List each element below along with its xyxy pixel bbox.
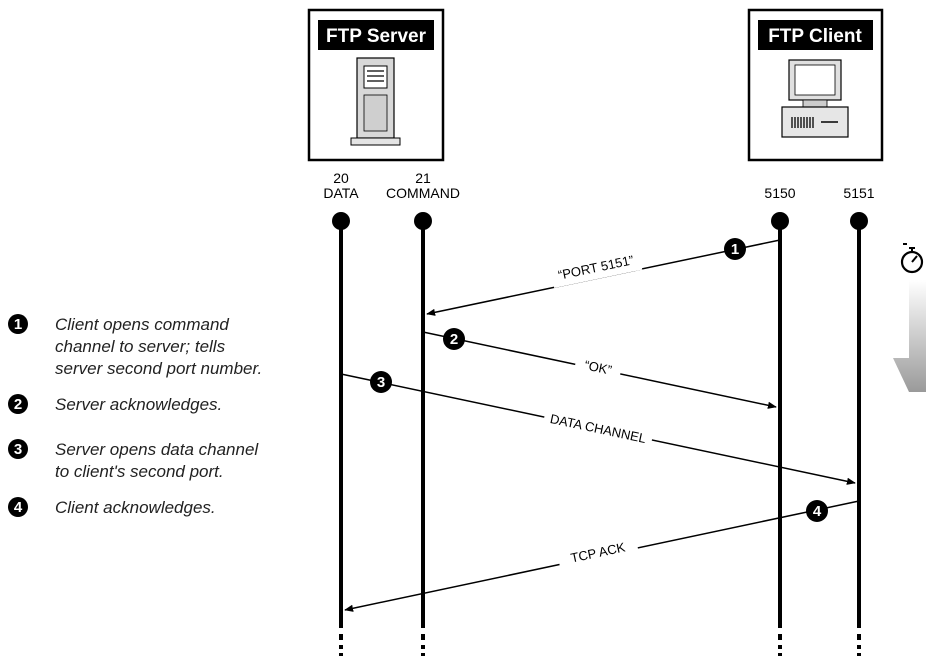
message-badge-1 — [724, 238, 746, 260]
message-badge-3-number: 3 — [377, 374, 385, 391]
client-title: FTP Client — [768, 26, 862, 47]
server-icon — [350, 57, 401, 146]
ftp-server-box: FTP Server — [307, 8, 445, 162]
message-data-channel: 3 DATA CHANNEL — [340, 371, 856, 485]
port-20-number: 20 — [333, 170, 349, 186]
svg-text:4: 4 — [14, 499, 23, 516]
message-badge-2 — [443, 328, 465, 350]
lifeline-port-5151 — [850, 212, 868, 656]
port-21-number: 21 — [415, 170, 431, 186]
port-5151-number: 5151 — [843, 185, 874, 201]
lifeline-port-5150 — [771, 212, 789, 656]
legend-1-line-2: channel to server; tells — [55, 337, 226, 356]
message-badge-4-number: 4 — [813, 503, 822, 520]
message-data-channel-label: DATA CHANNEL — [549, 411, 648, 446]
svg-text:1: 1 — [14, 316, 22, 333]
svg-text:3: 3 — [14, 441, 22, 458]
legend-1-line-1: Client opens command — [55, 315, 229, 334]
legend-1-line-3: server second port number. — [55, 359, 262, 378]
message-port-5151: 1 “PORT 5151” — [426, 238, 781, 316]
computer-icon — [781, 59, 849, 138]
legend-item-1: 1 Client opens command channel to server… — [8, 314, 262, 378]
port-5150-number: 5150 — [764, 185, 795, 201]
stopwatch-icon — [900, 243, 924, 274]
message-ok-label: “OK” — [583, 357, 613, 377]
port-20-name: DATA — [323, 185, 359, 201]
lifeline-port-20 — [332, 212, 350, 656]
lifeline-port-21 — [414, 212, 432, 656]
port-21-name: COMMAND — [386, 185, 460, 201]
legend-3-line-2: to client's second port. — [55, 462, 224, 481]
legend-3-line-1: Server opens data channel — [55, 440, 259, 459]
message-ok: 2 “OK” — [422, 328, 777, 409]
time-arrow-icon — [893, 280, 926, 392]
message-badge-3 — [370, 371, 392, 393]
server-title: FTP Server — [326, 26, 427, 47]
message-badge-4 — [806, 500, 828, 522]
ftp-client-box: FTP Client — [747, 8, 884, 162]
message-badge-2-number: 2 — [450, 331, 458, 348]
legend-2-line-1: Server acknowledges. — [55, 395, 222, 414]
legend-item-3: 3 Server opens data channel to client's … — [8, 439, 259, 481]
legend-item-4: 4 Client acknowledges. — [8, 497, 216, 517]
legend: 1 Client opens command channel to server… — [8, 314, 262, 517]
legend-item-2: 2 Server acknowledges. — [8, 394, 222, 414]
message-badge-1-number: 1 — [731, 241, 739, 258]
legend-4-line-1: Client acknowledges. — [55, 498, 216, 517]
svg-text:2: 2 — [14, 396, 22, 413]
